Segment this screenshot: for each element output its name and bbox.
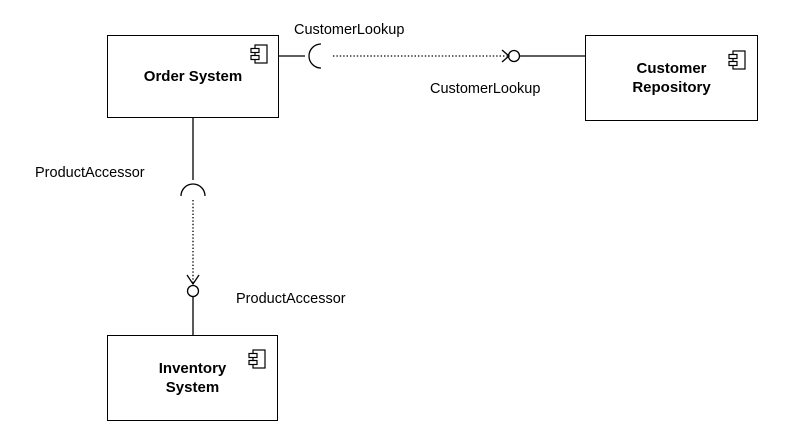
customerlookup-provided-label: CustomerLookup	[430, 81, 541, 97]
component-icon	[728, 50, 746, 70]
productaccessor-provided-lollipop	[186, 284, 200, 298]
inventory-system-component[interactable]: Inventory System	[107, 335, 278, 421]
inventory-system-name: Inventory System	[158, 360, 227, 396]
customer-repository-name: Customer Repository	[632, 60, 711, 96]
customerlookup-required-label: CustomerLookup	[294, 22, 405, 38]
order-system-name: Order System	[143, 68, 243, 85]
component-icon	[250, 44, 268, 64]
productaccessor-provided-label: ProductAccessor	[236, 291, 346, 307]
order-system-component[interactable]: Order System	[107, 35, 279, 118]
component-icon	[248, 349, 266, 369]
productaccessor-required-label: ProductAccessor	[35, 165, 145, 181]
productaccessor-required-socket	[180, 183, 206, 197]
customerlookup-required-socket	[308, 43, 322, 69]
customer-repository-component[interactable]: Customer Repository	[585, 35, 758, 121]
customerlookup-provided-lollipop	[507, 49, 521, 63]
productaccessor-dependency-arrowhead	[186, 274, 200, 286]
